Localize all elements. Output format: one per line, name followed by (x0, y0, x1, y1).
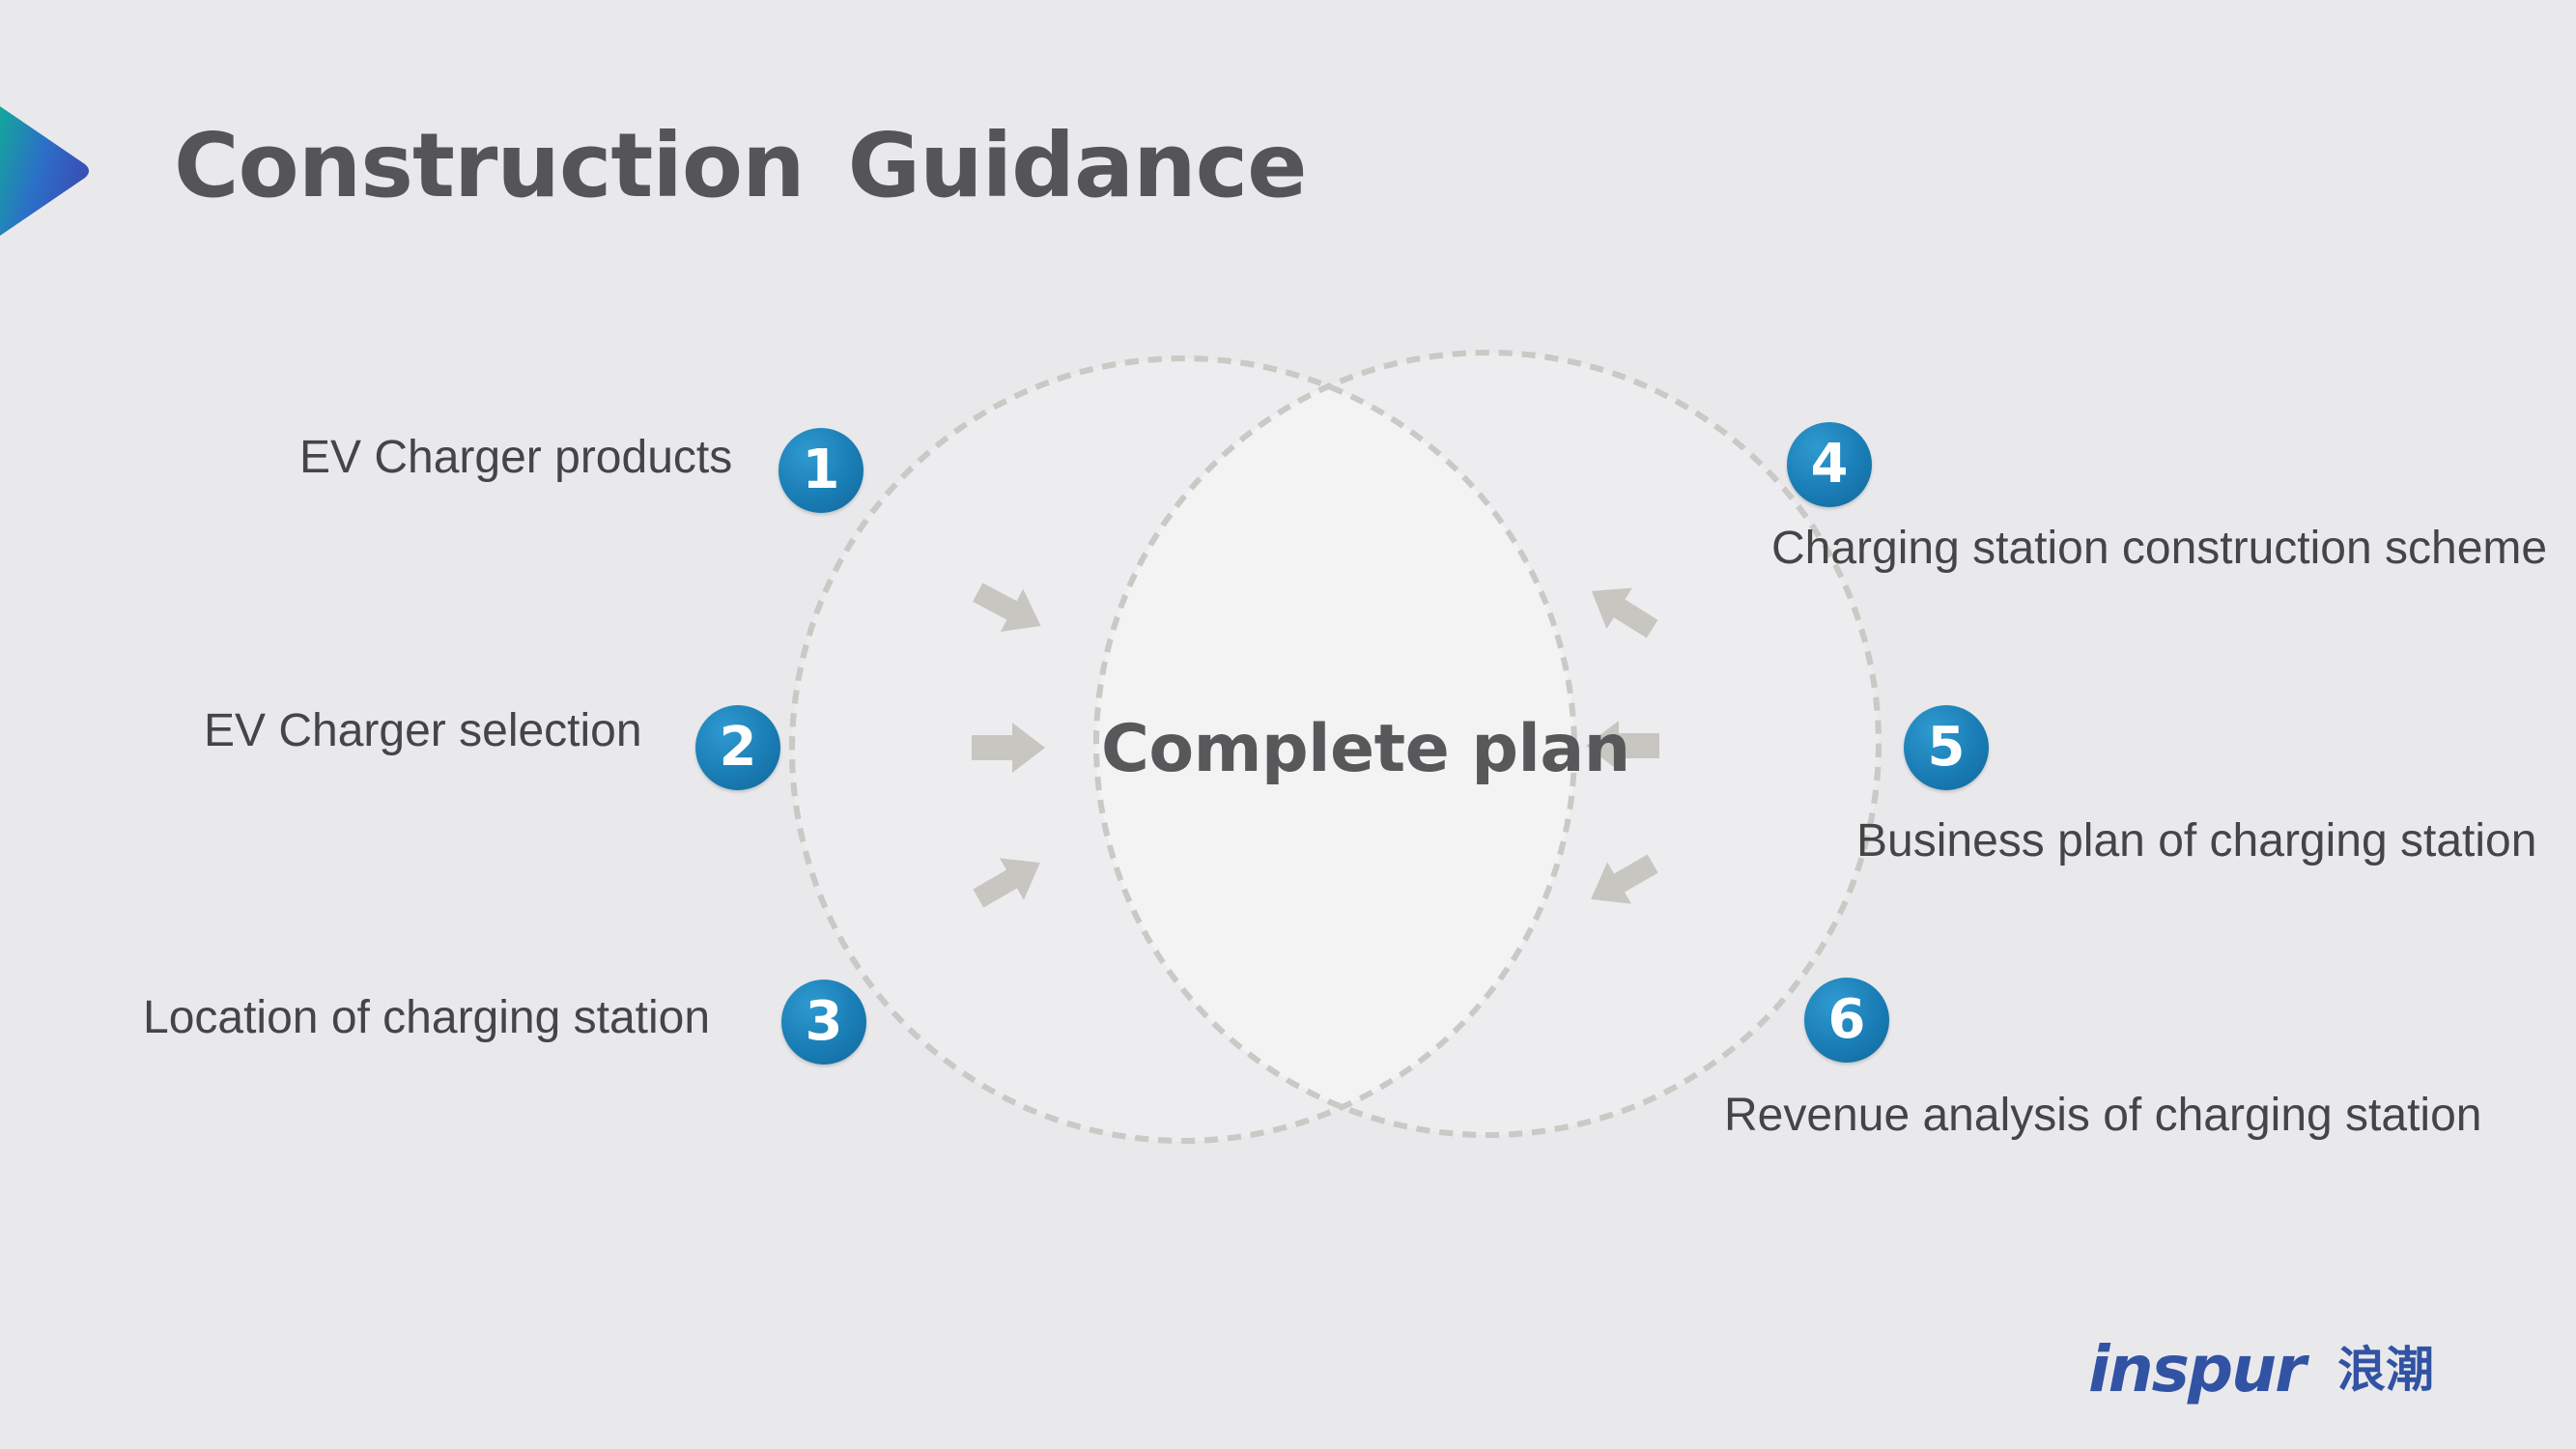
item-label-3: Location of charging station (143, 992, 711, 1043)
logo-brand-text: inspur (2088, 1332, 2307, 1406)
arrow-left-top-icon (973, 582, 1041, 632)
arrow-right-bottom-icon (1591, 854, 1658, 904)
corner-triangle-icon (0, 106, 89, 236)
item-badge-1: 1 (778, 428, 863, 513)
item-badge-6: 6 (1804, 978, 1889, 1063)
venn-intersection (1096, 358, 1574, 1135)
item-label-2: EV Charger selection (204, 705, 642, 756)
arrow-right-middle-icon (1586, 721, 1659, 771)
inspur-logo: inspur 浪潮 (2088, 1333, 2440, 1406)
item-label-6: Revenue analysis of charging station (1724, 1090, 2482, 1141)
item-badge-4: 4 (1787, 422, 1872, 507)
slide-title: Construction Guidance (174, 114, 1308, 217)
item-badge-5: 5 (1904, 705, 1989, 790)
center-label: Complete plan (1101, 711, 1630, 787)
arrow-left-middle-icon (972, 723, 1045, 773)
logo-brand-cn-text: 浪潮 (2337, 1342, 2434, 1398)
item-badge-2: 2 (695, 705, 780, 790)
arrow-left-bottom-icon (973, 858, 1040, 908)
item-label-4: Charging station construction scheme (1771, 523, 2548, 574)
item-badge-3: 3 (781, 980, 866, 1065)
arrow-right-top-icon (1591, 587, 1658, 639)
item-label-5: Business plan of charging station (1856, 815, 2537, 867)
item-label-1: EV Charger products (299, 432, 733, 483)
